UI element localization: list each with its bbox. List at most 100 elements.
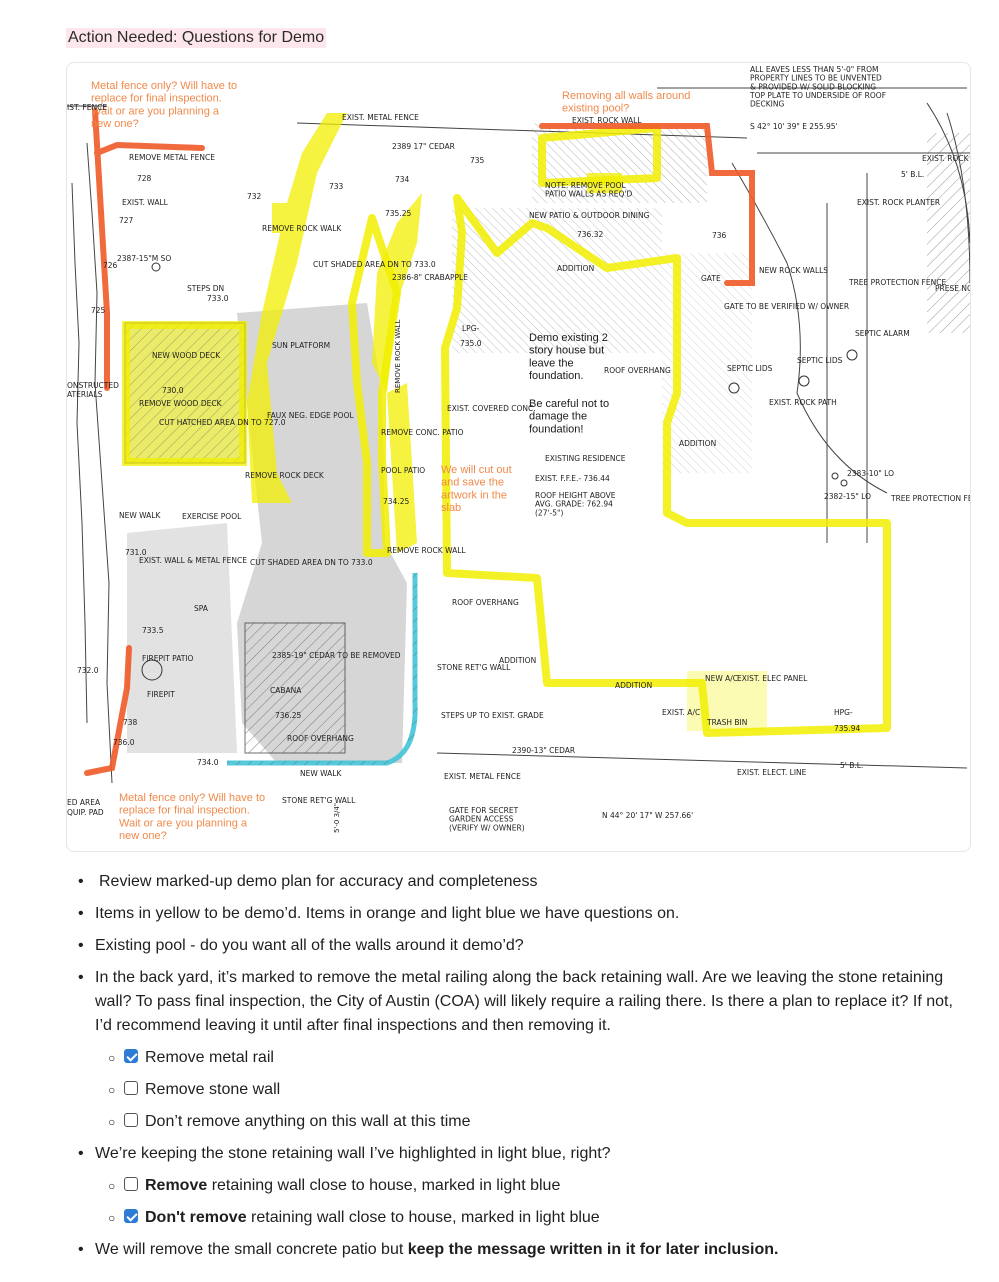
- plan-label: 2389 17" CEDAR: [392, 142, 455, 151]
- checklist-item-dont-remove-anything[interactable]: ○ Don’t remove anything on this wall at …: [108, 1110, 908, 1134]
- plan-label: 733: [329, 182, 344, 191]
- plan-label: 736.0: [113, 738, 135, 747]
- checklist-label: Don't remove retaining wall close to hou…: [145, 1209, 600, 1226]
- plan-label: NEW ROCK WALLS: [759, 266, 828, 275]
- checklist-item-remove-stone-wall[interactable]: ○ Remove stone wall: [108, 1078, 908, 1102]
- plan-label: 730.0: [162, 386, 184, 395]
- list-item-text: We’re keeping the stone retaining wall I…: [95, 1145, 611, 1162]
- plan-label: 2383-10" LO: [847, 469, 894, 478]
- sub-bullet-icon: ○: [108, 1211, 116, 1225]
- plan-label: REMOVE CONC. PATIO: [381, 428, 464, 437]
- plan-label: FIREPIT: [147, 690, 175, 699]
- plan-label: REMOVE ROCK WALL: [394, 320, 402, 393]
- sub-bullet-icon: ○: [108, 1179, 116, 1193]
- plan-label: 2382-15" LO: [824, 492, 871, 501]
- plan-label: TRASH BIN: [706, 718, 747, 727]
- checkbox-unchecked-icon[interactable]: [124, 1081, 138, 1095]
- plan-label: LPG-: [462, 324, 480, 333]
- plan-label: SEPTIC LIDS: [727, 364, 773, 373]
- checklist-item-keep-blue-wall[interactable]: ○ Don't remove retaining wall close to h…: [108, 1206, 908, 1230]
- plan-label: ADDITION: [557, 264, 594, 273]
- plan-label: GATE TO BE VERIFIED W/ OWNER: [724, 302, 849, 311]
- plan-label: 2385-19" CEDAR TO BE REMOVED: [272, 651, 401, 660]
- plan-label: HPG-: [834, 708, 853, 717]
- plan-label: 736.25: [275, 711, 301, 720]
- plan-label: 5' B.L.: [901, 170, 924, 179]
- bullet-icon: •: [78, 937, 84, 954]
- plan-label: EXIST. WALL: [122, 198, 169, 207]
- bullet-icon: •: [78, 873, 84, 890]
- bullet-icon: •: [78, 1145, 84, 1162]
- plan-label: ROOF OVERHANG: [452, 598, 519, 607]
- plan-label: 2390-13" CEDAR: [512, 746, 575, 755]
- plan-label: 2386-8" CRABAPPLE: [392, 273, 468, 282]
- plan-label: NEW PATIO & OUTDOOR DINING: [529, 211, 650, 220]
- plan-label: EXERCISE POOL: [182, 512, 242, 521]
- checkbox-unchecked-icon[interactable]: [124, 1177, 138, 1191]
- plan-label: EXIST. ROCK PLANTER: [857, 198, 940, 207]
- checkbox-checked-icon[interactable]: [124, 1049, 138, 1063]
- plan-label: EXIST. METAL FENCE: [444, 772, 521, 781]
- plan-label: ADDITION: [615, 681, 652, 690]
- list-item-text: Existing pool - do you want all of the w…: [95, 937, 524, 954]
- plan-label: 736.32: [577, 230, 603, 239]
- checklist-label: Don’t remove anything on this wall at th…: [145, 1113, 471, 1130]
- checklist-label: Remove stone wall: [145, 1081, 281, 1098]
- plan-label: 726: [103, 261, 118, 270]
- plan-label: EXIST. F.F.E.- 736.44: [535, 474, 610, 483]
- plan-label: EXIST. METAL FENCE: [342, 113, 419, 122]
- checkbox-unchecked-icon[interactable]: [124, 1113, 138, 1127]
- bullet-icon: •: [78, 969, 84, 986]
- checkbox-checked-icon[interactable]: [124, 1209, 138, 1223]
- plan-label: 5'-0 3/4": [333, 803, 341, 833]
- plan-label: PRESE NO AC PRES: [935, 284, 970, 293]
- bullet-icon: •: [78, 905, 84, 922]
- plan-label: 732.0: [77, 666, 99, 675]
- plan-label: 2387-15"M SO: [117, 254, 171, 263]
- plan-label: 735.0: [460, 339, 482, 348]
- plan-label: EXISTING RESIDENCE: [545, 454, 626, 463]
- plan-label: NEW A/C: [705, 674, 738, 683]
- checklist-label: Remove retaining wall close to house, ma…: [145, 1177, 561, 1194]
- plan-label: SUN PLATFORM: [272, 341, 330, 350]
- plan-label: SPA: [194, 604, 209, 613]
- plan-label: STONE RET'G WALL: [437, 663, 511, 672]
- plan-label: EXIST. ROCK WALL: [572, 116, 642, 125]
- plan-label: REMOVE ROCK WALL: [387, 546, 466, 555]
- plan-label: 728: [137, 174, 152, 183]
- plan-label: FIREPIT PATIO: [142, 654, 194, 663]
- plan-label: CUT SHADED AREA DN TO 733.0: [250, 558, 373, 567]
- checklist-item-remove-blue-wall[interactable]: ○ Remove retaining wall close to house, …: [108, 1174, 908, 1198]
- plan-label: TREE PROTECTION FENCE: [890, 494, 970, 503]
- plan-label: 735.25: [385, 209, 411, 218]
- plan-label: QUIP. PAD: [67, 808, 104, 817]
- plan-label: EXIST. WALL & METAL FENCE: [139, 556, 247, 565]
- plan-label: NEW WOOD DECK: [152, 351, 221, 360]
- plan-label: TREE PROTECTION FENCE: [848, 278, 946, 287]
- checklist-label: Remove metal rail: [145, 1049, 274, 1066]
- list-item-text: In the back yard, it’s marked to remove …: [95, 969, 953, 1034]
- plan-label: ONSTRUCTED: [67, 381, 119, 390]
- sub-bullet-icon: ○: [108, 1115, 116, 1129]
- plan-label: 734.0: [197, 758, 219, 767]
- plan-label: REMOVE ROCK WALK: [262, 224, 342, 233]
- plan-label: REMOVE WOOD DECK: [139, 399, 223, 408]
- bullet-icon: •: [78, 1241, 84, 1258]
- plan-label: EXIST. ELEC PANEL: [737, 674, 808, 683]
- plan-label: NEW WALK: [300, 769, 342, 778]
- plan-label: REMOVE ROCK DECK: [245, 471, 325, 480]
- plan-label: EXIST. ELECT. LINE: [737, 768, 807, 777]
- plan-label: EXIST. ROCK PATH: [769, 398, 837, 407]
- plan-label: ROOF OVERHANG: [287, 734, 354, 743]
- plan-label: 727: [119, 216, 134, 225]
- checklist-item-remove-metal-rail[interactable]: ○ Remove metal rail: [108, 1046, 908, 1070]
